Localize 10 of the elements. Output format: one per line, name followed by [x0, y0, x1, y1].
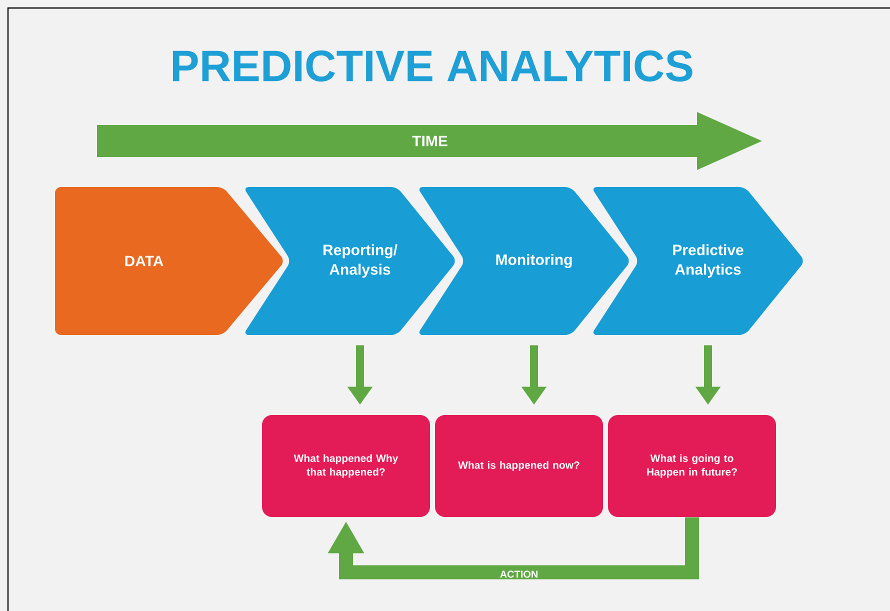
title: PREDICTIVE ANALYTICS — [172, 50, 692, 82]
question-box: What is happened now? — [435, 415, 603, 517]
node-label: Monitoring — [496, 254, 572, 268]
question-box: What happened Why that happened? — [262, 415, 430, 517]
feedback-arrow — [328, 517, 699, 580]
arrow-label: TIME — [412, 136, 448, 146]
node-label: Reporting/ Analysis — [324, 244, 398, 278]
edge-label: ACTION — [498, 570, 540, 579]
node-label: Predictive Analytics — [673, 244, 744, 278]
question-box: What is going to Happen in future? — [608, 415, 776, 517]
